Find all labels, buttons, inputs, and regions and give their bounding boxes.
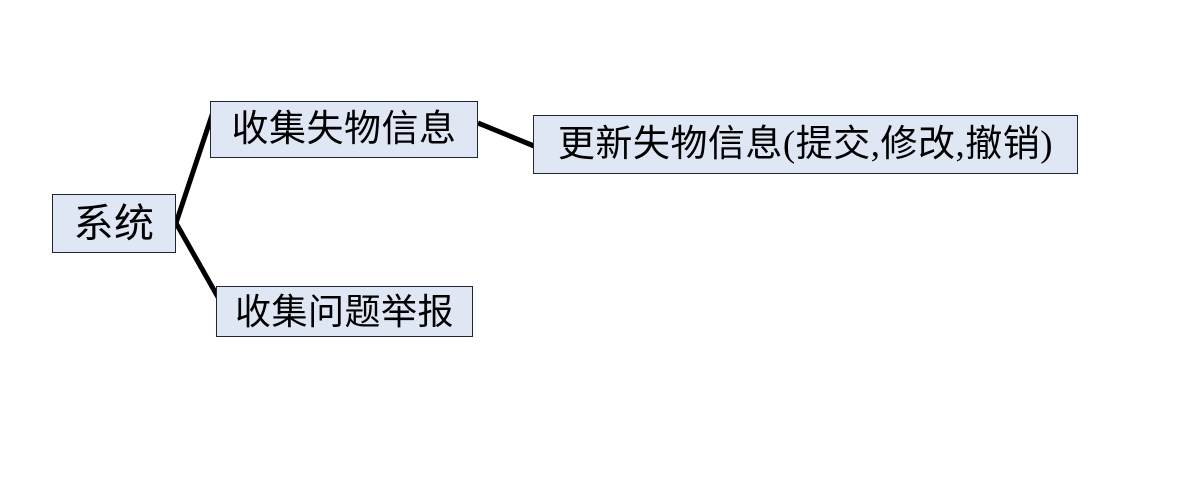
node-update-lost-item-info-label: 更新失物信息(提交,修改,撤销) xyxy=(557,124,1054,165)
node-collect-lost-item-info[interactable]: 收集失物信息 xyxy=(210,101,478,158)
node-update-lost-item-info[interactable]: 更新失物信息(提交,修改,撤销) xyxy=(533,115,1078,174)
edge-collect-lost-to-update xyxy=(477,120,535,149)
node-collect-lost-item-info-label: 收集失物信息 xyxy=(231,109,457,150)
node-collect-problem-report[interactable]: 收集问题举报 xyxy=(216,286,473,337)
edge-system-to-collect-report xyxy=(173,221,226,308)
node-system[interactable]: 系统 xyxy=(52,194,176,253)
edge-system-to-collect-lost xyxy=(173,111,216,224)
node-collect-problem-report-label: 收集问题举报 xyxy=(234,291,454,332)
node-system-label: 系统 xyxy=(73,200,155,246)
